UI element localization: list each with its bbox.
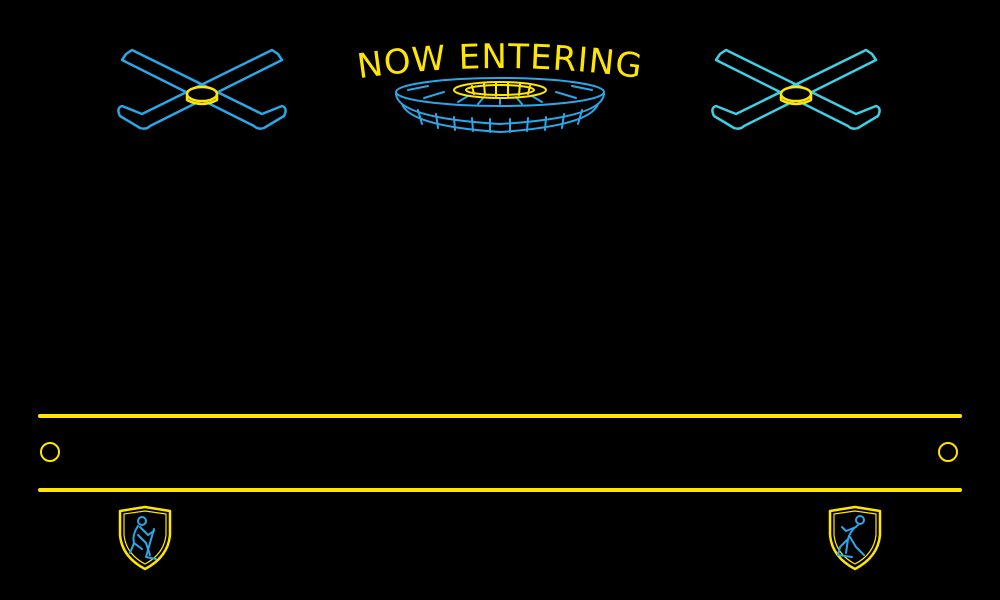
marquee-bottom-rail [38, 488, 962, 492]
hockey-player-shield-icon [116, 505, 174, 571]
stadium-icon [388, 68, 612, 140]
marquee-top-rail [38, 414, 962, 418]
hockey-player-shield-icon [826, 505, 884, 571]
crossed-hockey-sticks-icon [706, 42, 886, 142]
crossed-hockey-sticks-icon [112, 42, 292, 142]
marquee-text [70, 420, 930, 486]
left-rivet-icon [40, 442, 60, 462]
right-rivet-icon [938, 442, 958, 462]
